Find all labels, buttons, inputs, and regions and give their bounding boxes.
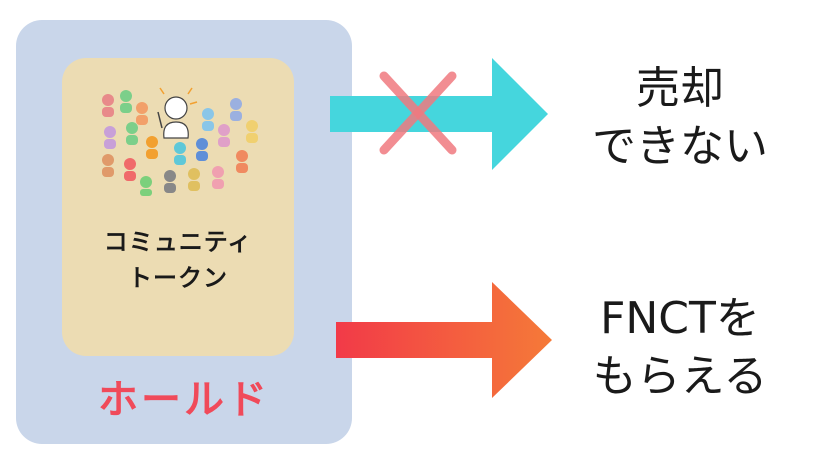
crowd-icon	[102, 87, 258, 196]
card-label-line1: コミュニティ	[103, 228, 253, 256]
outcome-2-line2: もらえる	[592, 351, 768, 402]
outcome-2-line1: FNCTを	[600, 293, 760, 344]
hold-label: ホールド	[98, 377, 270, 423]
outcome-receive-fnct: FNCTを もらえる	[560, 290, 800, 406]
community-token-label: コミュニティ トークン	[62, 224, 294, 296]
sell-arrow	[330, 58, 548, 170]
outcome-1-line2: できない	[592, 121, 768, 172]
outcome-cannot-sell: 売却 できない	[560, 60, 800, 176]
receive-arrow	[336, 282, 552, 398]
outcome-1-line1: 売却	[636, 63, 724, 114]
card-label-line2: トークン	[128, 264, 228, 292]
cross-mark-icon	[379, 71, 457, 155]
